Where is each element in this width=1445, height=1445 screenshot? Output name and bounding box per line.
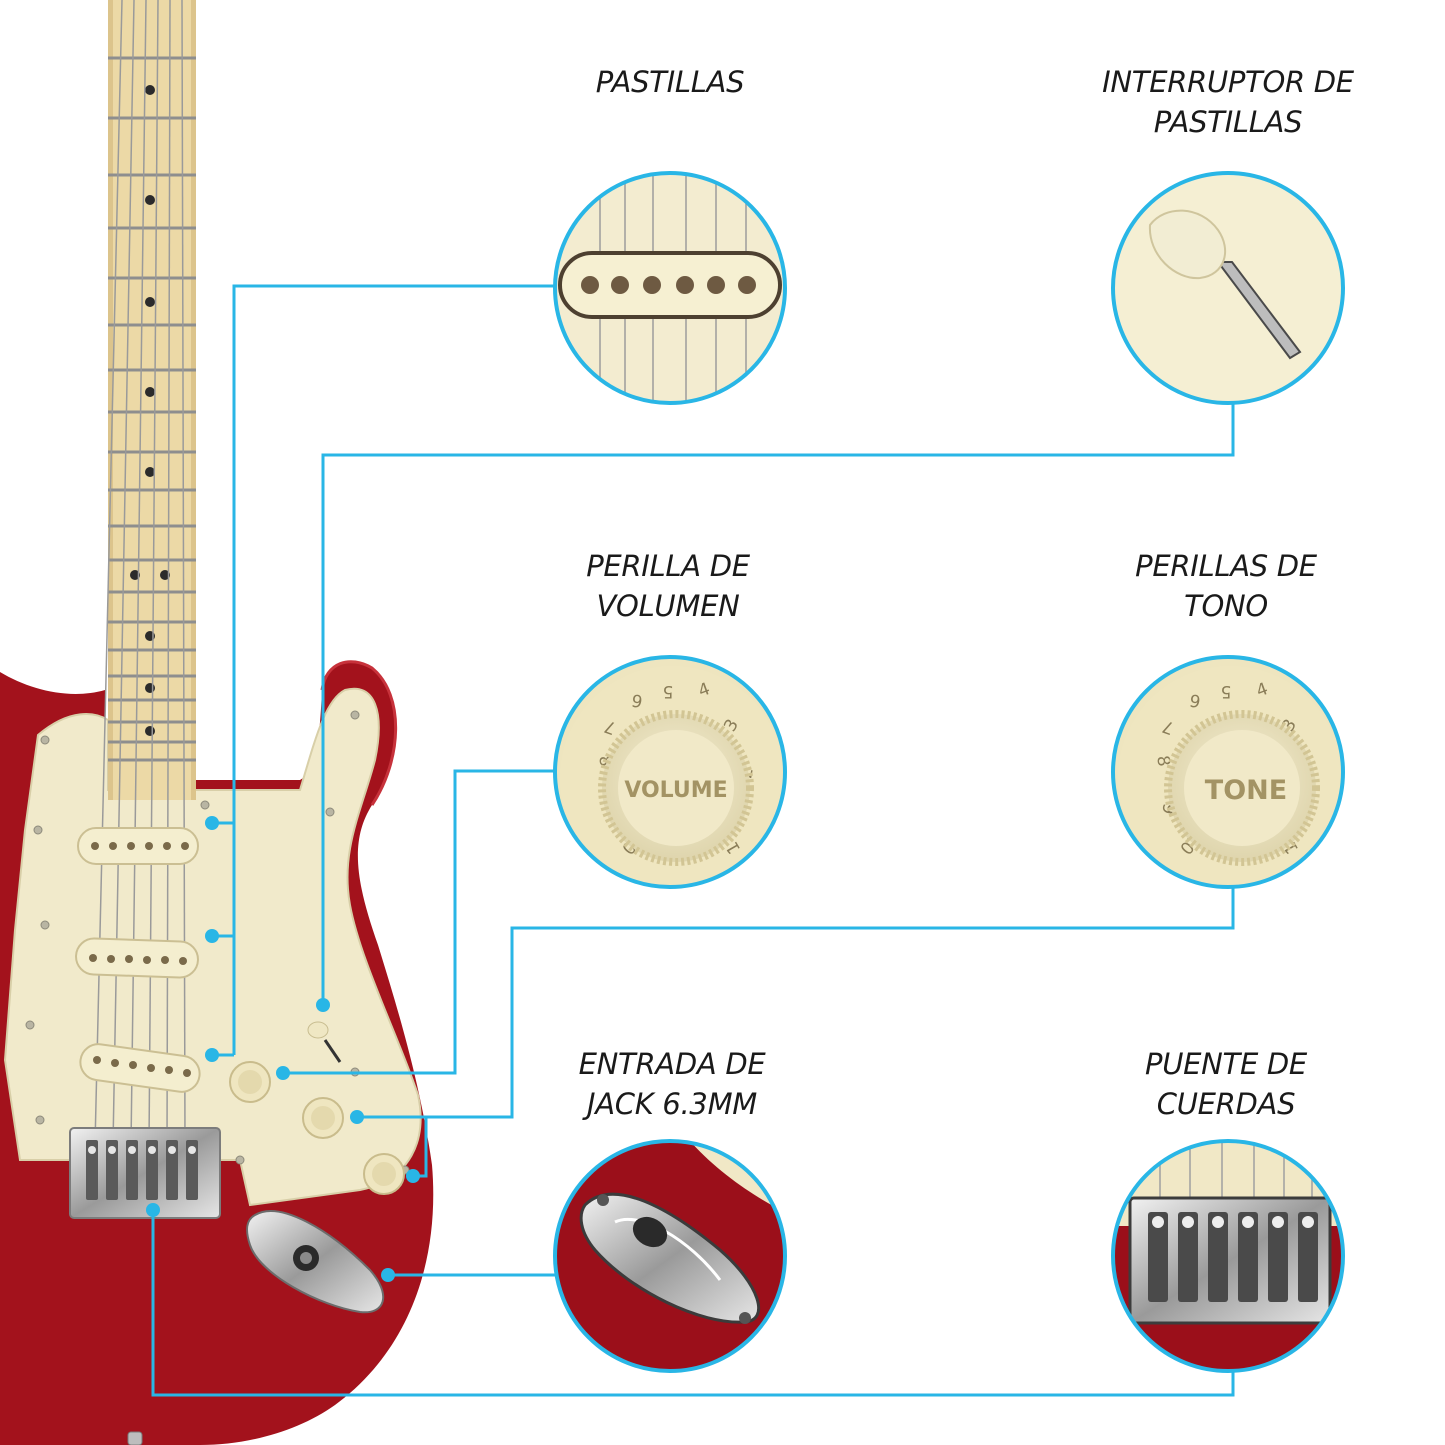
svg-text:5: 5: [1221, 681, 1232, 701]
label-line: JACK 6.3MM: [586, 1087, 758, 1121]
tone-knob-text: TONE: [1205, 775, 1287, 806]
zoom-tone-knob: 10 9 8 7 6 5 4 3 2 1 TONE: [1111, 655, 1345, 889]
label-line: INTERRUPTOR DE: [1102, 65, 1354, 99]
label-line: PERILLA DE: [586, 549, 750, 583]
label-line: TONO: [1184, 589, 1268, 623]
neck: [108, 0, 196, 800]
zoom-bridge: [1111, 1139, 1345, 1373]
strap-button: [127, 1431, 143, 1445]
guitar-pickups: [75, 827, 201, 1093]
label-jack-input: ENTRADA DE JACK 6.3MM: [502, 1044, 842, 1124]
body-edge: [320, 660, 398, 806]
zoom-volume-knob: 10 9 8 7 6 5 4 3 2 1 VOLUME: [553, 655, 787, 889]
leader-volume: [283, 769, 555, 1075]
label-volume-knob: PERILLA DE VOLUMEN: [498, 546, 838, 626]
svg-text:6: 6: [1188, 689, 1202, 711]
svg-text:5: 5: [663, 681, 674, 701]
label-pickup-switch: INTERRUPTOR DE PASTILLAS: [1058, 62, 1398, 142]
leader-pickup-switch: [321, 403, 1235, 1005]
guitar-jack-plate: [246, 1210, 385, 1314]
zoom-jack-input: [553, 1139, 787, 1373]
zoom-pickup-switch: [1111, 171, 1345, 405]
leader-bridge: [151, 1210, 1235, 1397]
svg-text:6: 6: [630, 689, 644, 711]
label-line: CUERDAS: [1156, 1087, 1296, 1121]
label-line: ENTRADA DE: [578, 1047, 766, 1081]
label-bridge: PUENTE DE CUERDAS: [1056, 1044, 1396, 1124]
label-line: PERILLAS DE: [1135, 549, 1317, 583]
volume-knob-text: VOLUME: [624, 778, 727, 803]
guitar-knobs: [229, 1061, 405, 1195]
leader-dots: [146, 816, 420, 1282]
guitar-bridge: [69, 1127, 221, 1219]
label-line: VOLUMEN: [596, 589, 740, 623]
label-line: PUENTE DE: [1145, 1047, 1307, 1081]
label-line: PASTILLAS: [595, 65, 745, 99]
leader-pickups: [232, 284, 555, 1055]
guitar: [0, 0, 434, 1445]
label-line: PASTILLAS: [1153, 105, 1303, 139]
zoom-pickups: [553, 171, 787, 405]
guitar-pickup-switch: [307, 1021, 342, 1063]
label-tone-knobs: PERILLAS DE TONO: [1056, 546, 1396, 626]
leader-tone: [357, 887, 1235, 1119]
label-pickups: PASTILLAS: [500, 62, 840, 102]
leader-lines: [151, 284, 1235, 1397]
